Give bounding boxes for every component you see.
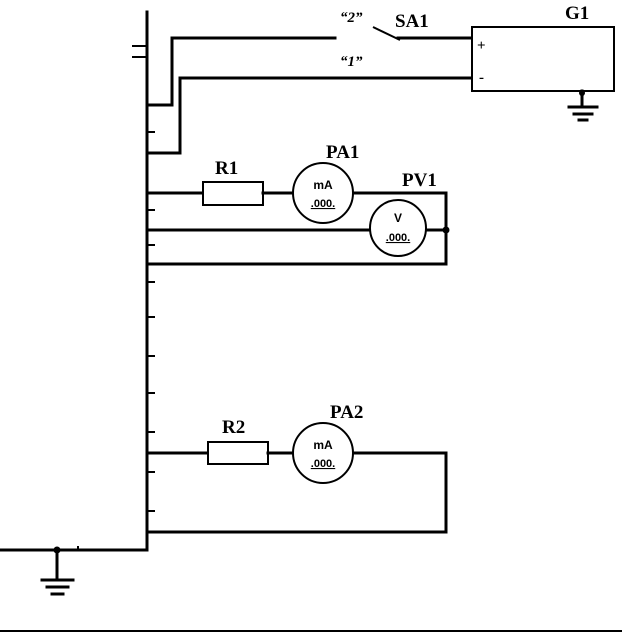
return-wire: [0, 546, 149, 582]
meter-pa2-unit: mA: [313, 438, 333, 452]
switch-position-2-label: “2”: [340, 10, 363, 26]
main-bus: [132, 10, 155, 552]
meter-pv1-unit: V: [394, 211, 402, 225]
source-g1: G1 + -: [471, 3, 615, 109]
resistor-r1-label: R1: [215, 158, 238, 179]
meter-pv1-label: PV1: [402, 170, 437, 191]
ground-icon: [567, 105, 599, 122]
switch-label: SA1: [395, 11, 429, 32]
meter-pa2-label: PA2: [330, 402, 363, 423]
switch-position-1-label: “1”: [340, 54, 363, 70]
resistor-r2-label: R2: [222, 417, 245, 438]
ground-icon-bottom: [40, 578, 75, 596]
switch-blade: [372, 26, 401, 41]
meter-pa1-label: PA1: [326, 142, 359, 163]
branch-r2-pa2: [145, 441, 448, 534]
meter-pa1-reading: .000.: [311, 198, 335, 210]
branch-r1-pa1: [145, 181, 450, 266]
source-plus-terminal: +: [477, 38, 486, 54]
meter-pa1: mA .000.: [292, 162, 354, 224]
switch-wires: [145, 26, 474, 155]
resistor-r2: [207, 441, 269, 465]
meter-pa2: mA .000.: [292, 422, 354, 484]
meter-pa1-unit: mA: [313, 178, 333, 192]
source-label: G1: [565, 3, 589, 24]
source-minus-terminal: -: [479, 70, 484, 86]
meter-pv1: V .000.: [369, 199, 427, 257]
meter-pv1-reading: .000.: [386, 232, 410, 244]
meter-pa2-reading: .000.: [311, 458, 335, 470]
resistor-r1: [202, 181, 264, 206]
